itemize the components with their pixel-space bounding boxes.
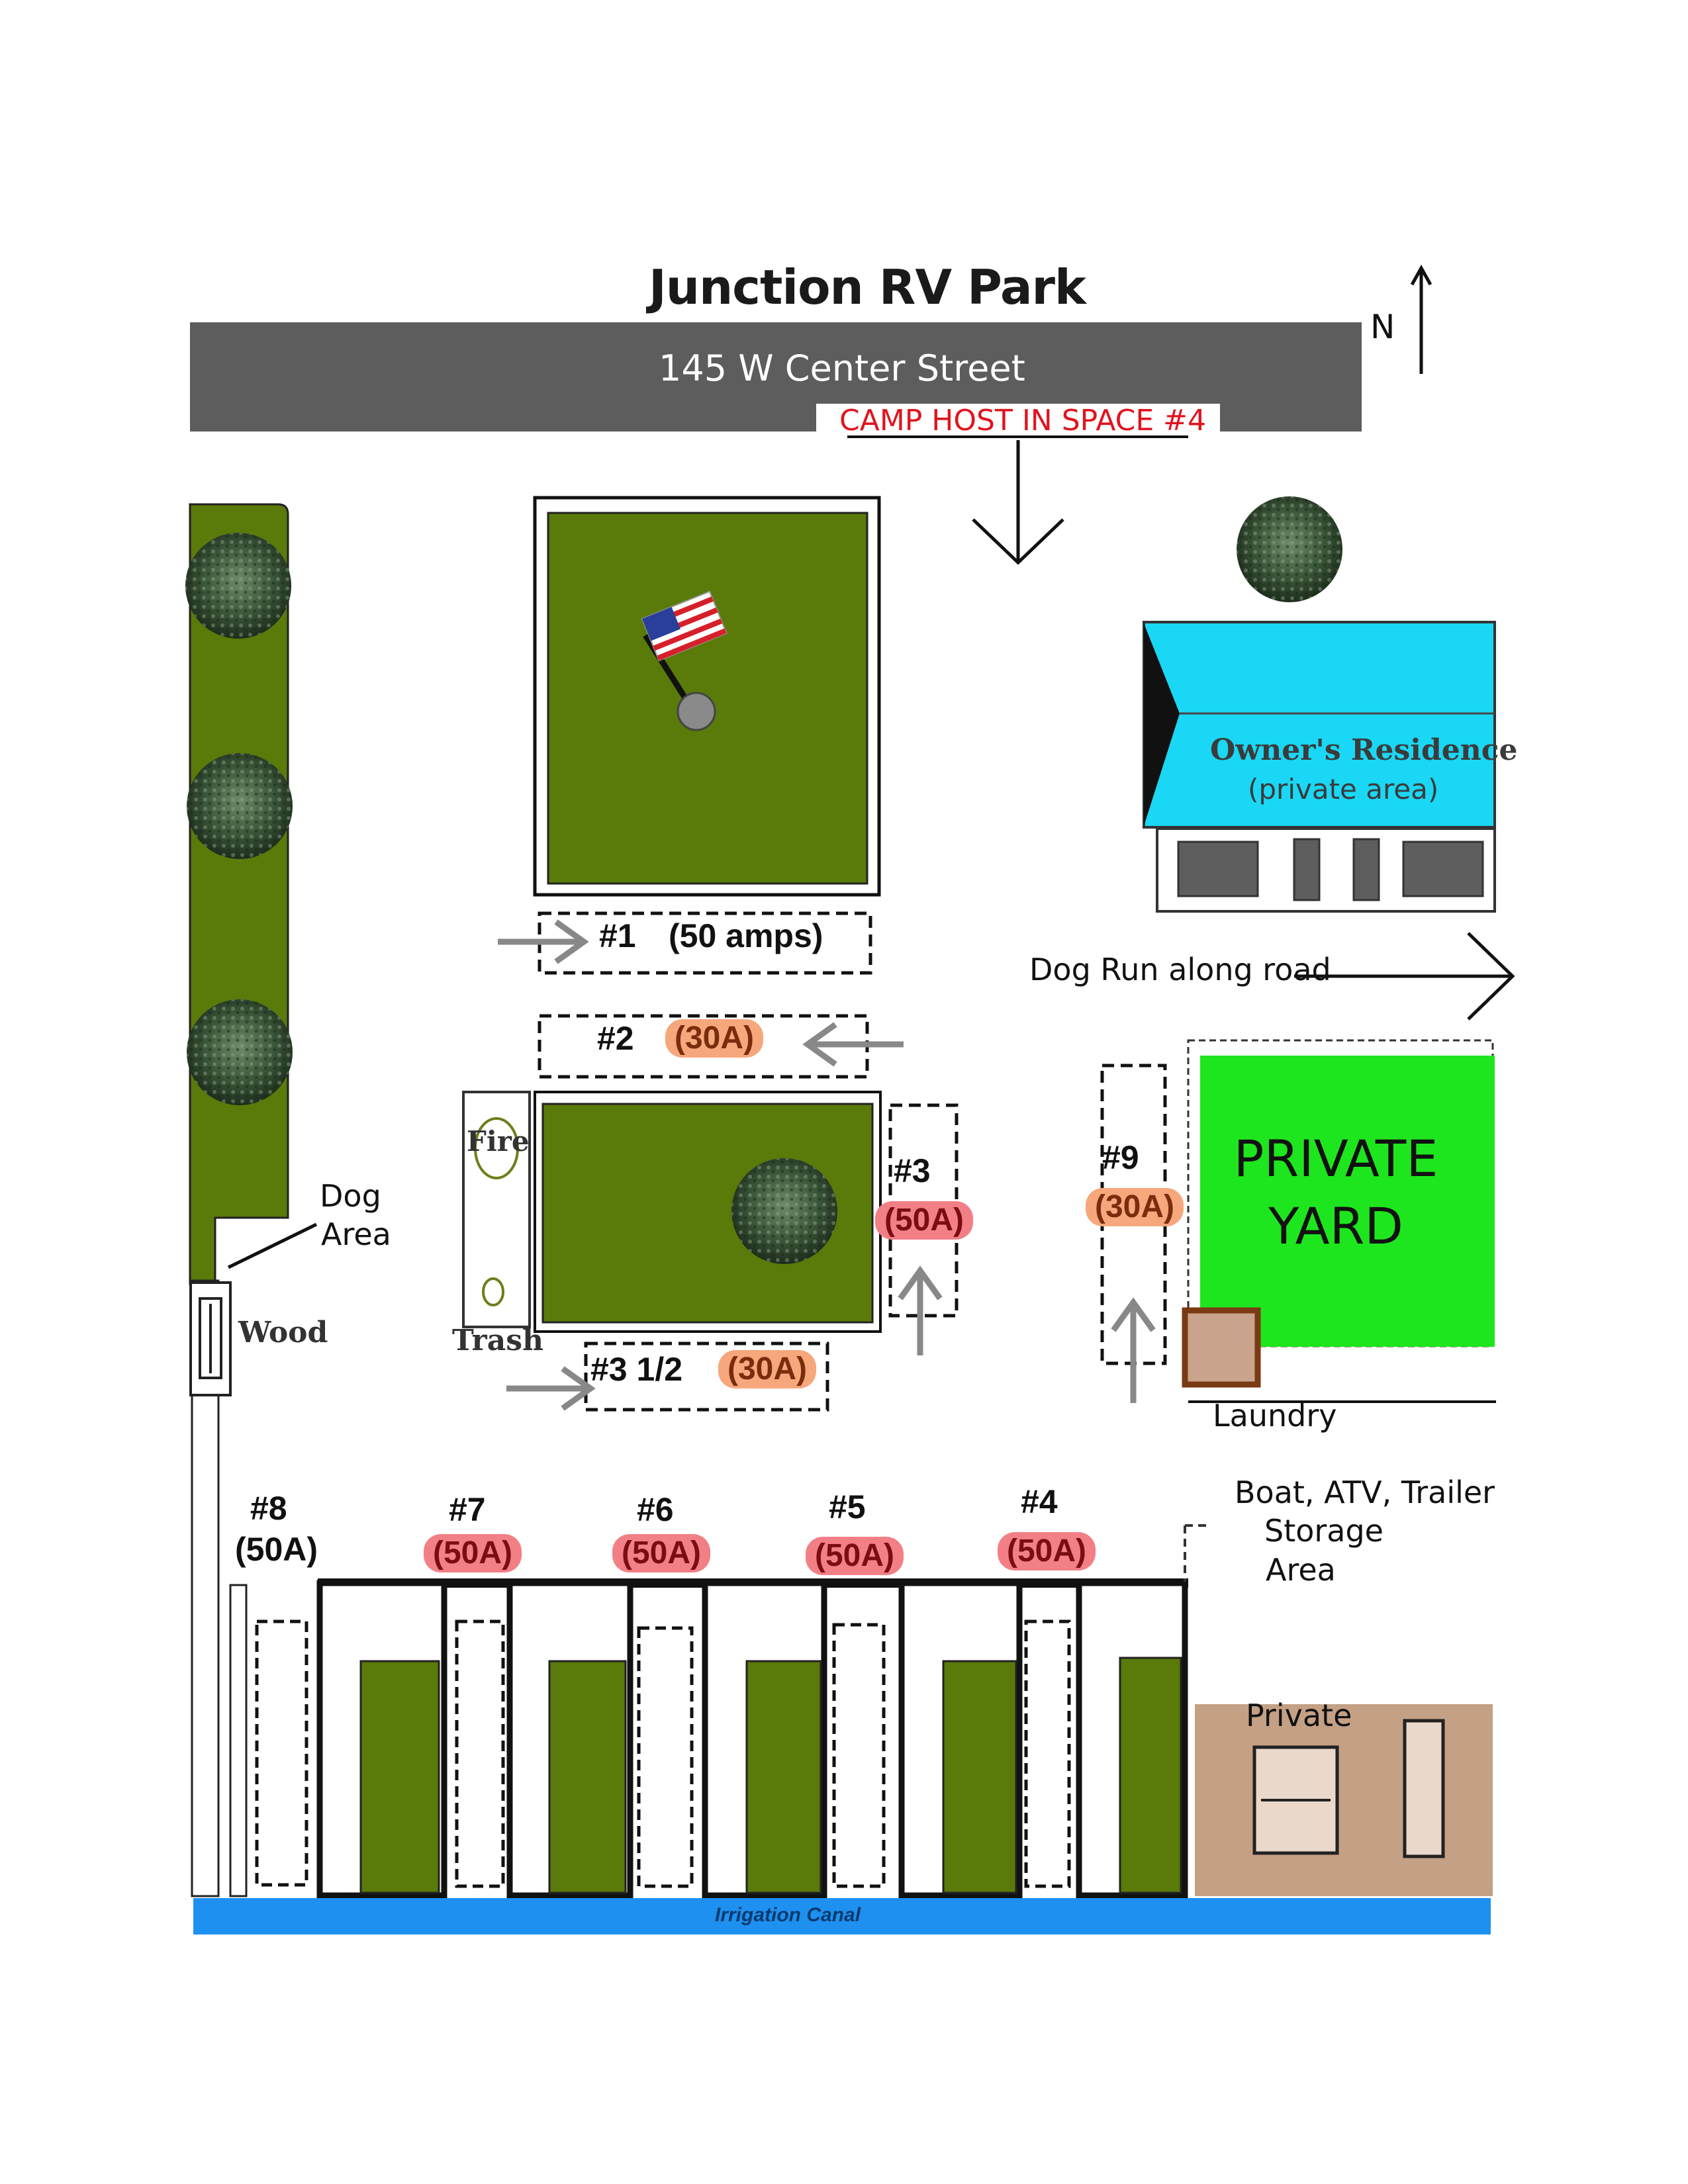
shelter-4 [898, 1580, 1023, 1899]
site-2-label: #2 [597, 1020, 634, 1057]
dog-run-arrow [1294, 932, 1515, 1021]
site-7-label: #7 [449, 1491, 486, 1528]
tree-icon [731, 1158, 837, 1264]
residence-door [1293, 838, 1321, 901]
fire-pit-icon [474, 1117, 519, 1179]
site-7-pad[interactable] [455, 1619, 505, 1888]
camp-host-box [816, 404, 1220, 446]
site-3-label: #3 [894, 1152, 931, 1189]
park-title: Junction RV Park [649, 259, 1086, 315]
tree-icon [1237, 496, 1342, 602]
site-8-label: #8 [250, 1490, 287, 1527]
arrow-site-3-half [506, 1366, 596, 1411]
site-8-rail [229, 1584, 248, 1897]
fire-label: Fire [467, 1125, 530, 1158]
tree-icon [187, 753, 293, 859]
storage-label-3: Area [1266, 1552, 1336, 1588]
site-9-amps: (30A) [1086, 1188, 1184, 1226]
site-3-half-label: #3 1/2 [590, 1351, 683, 1388]
site-3-half-pad[interactable] [584, 1342, 829, 1412]
laundry-building[interactable] [1182, 1307, 1261, 1388]
arrow-site-3 [898, 1265, 943, 1355]
private-area-label: (private area) [1248, 773, 1439, 805]
site-7-amps: (50A) [424, 1534, 522, 1572]
site-9-label: #9 [1102, 1139, 1139, 1176]
arrow-site-1 [498, 919, 589, 964]
trash-label: Trash [452, 1324, 543, 1357]
site-3-amps: (50A) [875, 1201, 974, 1240]
site-2-amps: (30A) [665, 1019, 764, 1058]
street-name: 145 W Center Street [659, 347, 1025, 389]
private-yard-label: PRIVATE YARD [1200, 1125, 1472, 1260]
site-5-amps: (50A) [806, 1537, 904, 1575]
site-5-pad[interactable] [832, 1623, 886, 1888]
irrigation-canal [193, 1898, 1491, 1934]
residence-window [1177, 841, 1259, 897]
dog-area-pointer [227, 1222, 318, 1269]
site-6-label: #6 [637, 1491, 674, 1528]
private-yard-line2: YARD [1268, 1197, 1403, 1255]
private-storage-label: Private [1246, 1698, 1352, 1733]
site-6-amps: (50A) [612, 1534, 711, 1572]
storage-label-1: Boat, ATV, Trailer [1235, 1475, 1495, 1510]
shelter-1 [316, 1580, 447, 1899]
dog-run-label: Dog Run along road [1029, 952, 1331, 987]
north-label: N [1370, 308, 1395, 346]
private-structure [1403, 1719, 1445, 1858]
private-yard-line1: PRIVATE [1233, 1129, 1438, 1188]
fire-trash-area [462, 1091, 531, 1328]
laundry-label: Laundry [1213, 1398, 1337, 1433]
site-4-amps: (50A) [998, 1532, 1096, 1570]
wood-label: Wood [238, 1316, 328, 1349]
residence-door [1352, 838, 1380, 901]
storage-label-2: Storage [1264, 1513, 1383, 1549]
site-8-pad[interactable] [255, 1619, 308, 1887]
site-6-pad[interactable] [637, 1626, 694, 1888]
residence-window [1402, 841, 1484, 897]
tree-icon [185, 533, 291, 639]
shelter-3 [702, 1580, 827, 1899]
dog-area-label-1: Dog [320, 1178, 381, 1214]
trash-can-icon [482, 1277, 504, 1306]
site-4-pad[interactable] [1024, 1619, 1071, 1888]
camp-host-notice: CAMP HOST IN SPACE #4 [839, 404, 1207, 437]
tree-icon [187, 999, 293, 1105]
irrigation-canal-label: Irrigation Canal [715, 1904, 861, 1926]
site-1-label: #1 [599, 917, 636, 954]
north-arrow-icon [1410, 264, 1432, 374]
shelter-2 [506, 1580, 633, 1899]
site-3-half-amps: (30A) [718, 1350, 817, 1388]
private-yard [1200, 1056, 1495, 1347]
flag-icon [641, 590, 727, 731]
site-8-amps: (50A) [235, 1531, 318, 1568]
entry-arrow [972, 440, 1064, 565]
owners-residence-label: Owner's Residence [1210, 733, 1518, 767]
wood-stack-icon [189, 1281, 232, 1396]
dog-area-label-2: Area [321, 1216, 391, 1252]
arrow-site-2 [802, 1022, 904, 1067]
shelter-5 [1076, 1580, 1188, 1899]
site-4-label: #4 [1021, 1483, 1058, 1520]
site-5-label: #5 [829, 1488, 866, 1525]
arrow-site-9 [1111, 1297, 1156, 1403]
residence-roof-gable [1144, 623, 1180, 826]
site-1-amps: (50 amps) [669, 917, 823, 954]
